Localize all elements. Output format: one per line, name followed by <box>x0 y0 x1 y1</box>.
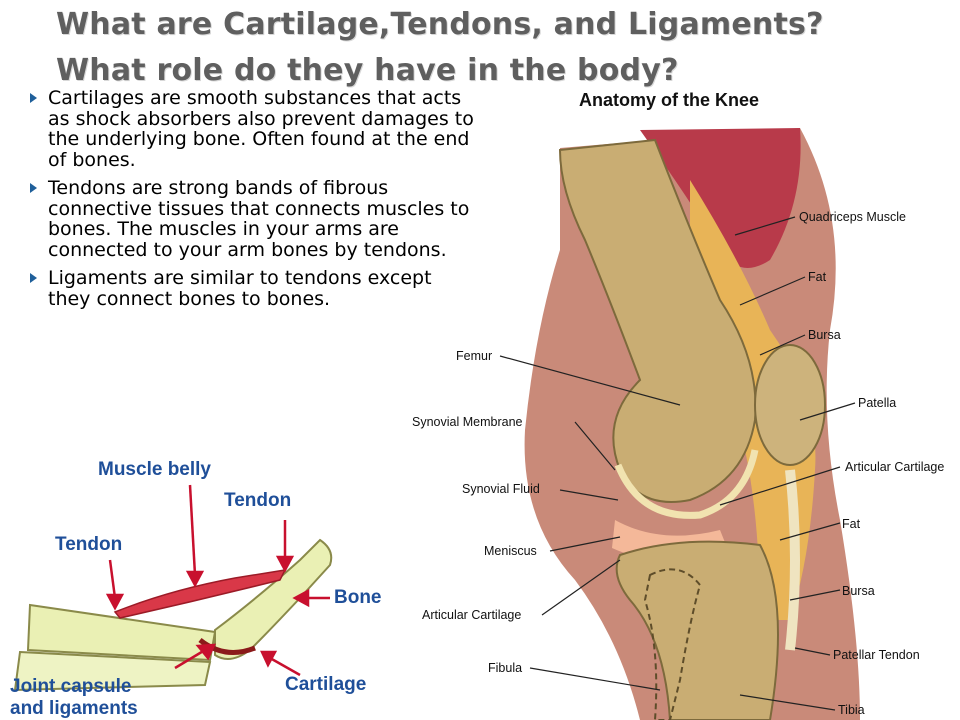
forearm-bone-2 <box>13 650 212 692</box>
bullet-list: Cartilages are smooth substances that ac… <box>24 88 474 317</box>
label-bone: Bone <box>334 587 382 608</box>
label-muscle-belly: Muscle belly <box>98 459 211 480</box>
label-fat-upper: Fat <box>808 270 827 284</box>
label-tibia: Tibia <box>838 703 865 717</box>
joint-cartilage <box>198 638 256 655</box>
tibia-bone <box>615 540 779 720</box>
elbow-arrows <box>105 484 330 677</box>
patella-bone <box>754 344 826 466</box>
bullet-arrow-icon <box>30 273 37 283</box>
label-bursa-lower: Bursa <box>842 584 875 598</box>
bullet-arrow-icon <box>30 183 37 193</box>
label-bursa-upper: Bursa <box>808 328 841 342</box>
label-femur: Femur <box>456 349 493 363</box>
upper-arm-bone <box>214 538 333 660</box>
bullet-tendons: Tendons are strong bands of fibrous conn… <box>24 178 474 260</box>
quadriceps-muscle <box>640 128 801 268</box>
label-fat-lower: Fat <box>842 517 861 531</box>
title-line-1: What are Cartilage,Tendons, and Ligament… <box>56 7 824 42</box>
label-fibula: Fibula <box>488 661 523 675</box>
label-patellar-tendon: Patellar Tendon <box>833 648 920 662</box>
label-tendon-right: Tendon <box>224 490 292 511</box>
label-joint-capsule: Joint capsule and ligaments <box>10 676 138 719</box>
title-line-2: What role do they have in the body? <box>56 53 679 88</box>
forearm-bone <box>26 603 217 662</box>
label-articular-cartilage-left: Articular Cartilage <box>422 608 522 622</box>
label-quadriceps: Quadriceps Muscle <box>799 210 906 224</box>
label-patella: Patella <box>858 396 897 410</box>
label-synovial-fluid: Synovial Fluid <box>462 482 540 496</box>
label-tendon-left: Tendon <box>55 534 123 555</box>
knee-diagram-title: Anatomy of the Knee <box>579 90 760 110</box>
slide-title: What are Cartilage,Tendons, and Ligament… <box>56 2 946 94</box>
muscle-belly <box>113 569 287 619</box>
elbow-tendon-diagram <box>13 484 333 692</box>
femur-bone <box>558 138 757 503</box>
patellar-tendon <box>785 469 800 651</box>
label-cartilage: Cartilage <box>285 674 367 695</box>
knee-anatomy-diagram <box>499 128 860 720</box>
bullet-arrow-icon <box>30 93 37 103</box>
fibula-outline <box>643 568 702 720</box>
label-synovial-membrane: Synovial Membrane <box>412 415 523 429</box>
knee-leader-lines <box>499 216 856 711</box>
label-articular-cartilage-right: Articular Cartilage <box>845 460 945 474</box>
label-meniscus: Meniscus <box>484 544 537 558</box>
bullet-ligaments: Ligaments are similar to tendons except … <box>24 268 474 309</box>
bullet-cartilage: Cartilages are smooth substances that ac… <box>24 88 474 170</box>
articular-cartilage-femur <box>614 449 759 519</box>
